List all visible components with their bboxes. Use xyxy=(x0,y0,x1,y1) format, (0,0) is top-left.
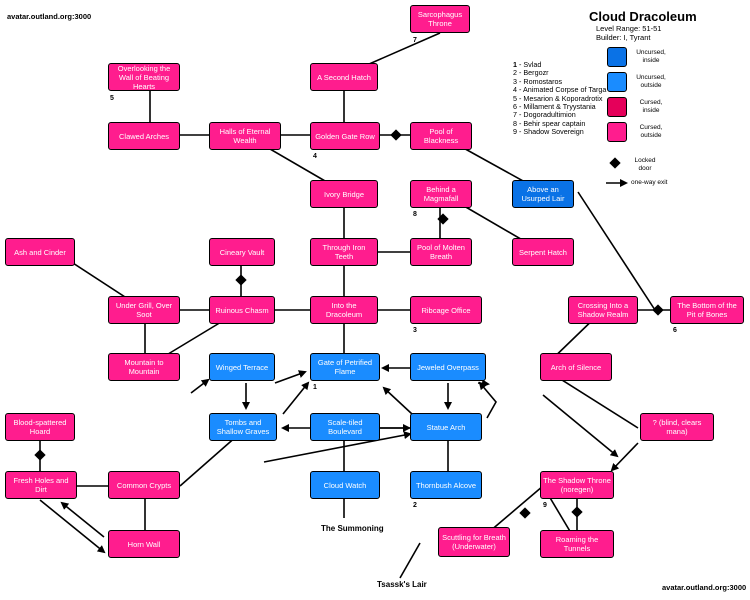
room-overlooking-wall[interactable]: Overlooking the Wall of Beating Hearts xyxy=(108,63,180,91)
room-into-dracoleum[interactable]: Into the Dracoleum xyxy=(310,296,378,324)
boss-marker: 6 xyxy=(673,327,677,334)
room-common-crypts[interactable]: Common Crypts xyxy=(108,471,180,499)
boss-marker: 1 xyxy=(313,384,317,391)
swatch-label: Uncursed, outside xyxy=(636,74,666,89)
room-winged-terrace[interactable]: Winged Terrace xyxy=(209,353,275,381)
room-blind-clears-mana[interactable]: ? (blind, clears mana) xyxy=(640,413,714,441)
page-title: Cloud Dracoleum xyxy=(589,9,697,24)
room-blood-hoard[interactable]: Blood-spattered Hoard xyxy=(5,413,75,441)
room-scale-tiled-boulevard[interactable]: Scale-tiled Boulevard xyxy=(310,413,380,441)
oneway-tombs-statue xyxy=(263,431,412,463)
locked-door-icon xyxy=(235,274,247,286)
oneway-statue-gate xyxy=(382,386,413,415)
room-pool-blackness[interactable]: Pool of Blackness xyxy=(410,122,472,150)
boss-marker: 4 xyxy=(313,153,317,160)
room-sarcophagus-throne[interactable]: Sarcophagus Throne xyxy=(410,5,470,33)
room-above-usurped-lair[interactable]: Above an Usurped Lair xyxy=(512,180,574,208)
room-cloud-watch[interactable]: Cloud Watch xyxy=(310,471,380,499)
swatch-label: Cursed, outside xyxy=(639,124,663,139)
room-scuttling-breath[interactable]: Scuttling for Breath (Underwater) xyxy=(438,527,510,557)
swatch-uncursed-inside xyxy=(607,47,627,67)
room-serpent-hatch[interactable]: Serpent Hatch xyxy=(512,238,574,266)
legend-item: 2 - Bergozr xyxy=(513,68,549,78)
room-behind-magmafall[interactable]: Behind a Magmafall xyxy=(410,180,472,208)
oneway-winged-gate xyxy=(274,370,307,384)
legend-item: 6 - Millament & Tryystania xyxy=(513,102,596,112)
room-pool-molten-breath[interactable]: Pool of Molten Breath xyxy=(410,238,472,266)
exit-summoning[interactable]: The Summoning xyxy=(321,524,384,533)
legend-item: 8 - Behir spear captain xyxy=(513,118,586,128)
room-second-hatch[interactable]: A Second Hatch xyxy=(310,63,378,91)
room-ash-cinder[interactable]: Ash and Cinder xyxy=(5,238,75,266)
room-golden-gate-row[interactable]: Golden Gate Row xyxy=(310,122,380,150)
swatch-cursed-inside xyxy=(607,97,627,117)
oneway-tombs-winged xyxy=(190,378,210,394)
legend-item: 4 - Animated Corpse of Targa xyxy=(513,85,607,95)
boss-marker: 5 xyxy=(110,95,114,102)
legend-one-way-label: one-way exit xyxy=(631,179,668,186)
legend-locked-door-label: Locked door xyxy=(634,157,656,172)
room-through-iron-teeth[interactable]: Through Iron Teeth xyxy=(310,238,378,266)
swatch-label: Cursed, inside xyxy=(639,99,663,114)
legend-item: 3 - Romostaros xyxy=(513,76,563,86)
exit-tsassk-lair[interactable]: Tsassk's Lair xyxy=(377,580,427,589)
locked-door-icon xyxy=(437,213,449,225)
boss-legend: 1 - Svlad 2 - Bergozr 3 - Romostaros 4 -… xyxy=(513,60,607,137)
locked-door-icon xyxy=(519,507,531,519)
room-tombs-shallow-graves[interactable]: Tombs and Shallow Graves xyxy=(209,413,277,441)
oneway-fresh-horn xyxy=(39,499,106,554)
boss-marker: 2 xyxy=(413,502,417,509)
legend-locked-door-icon xyxy=(609,157,621,169)
oneway-tombs-gate xyxy=(282,381,310,415)
swatch-label: Uncursed, inside xyxy=(636,49,666,64)
room-statue-arch[interactable]: Statue Arch xyxy=(410,413,482,441)
legend-item: 1 - Svlad xyxy=(513,60,542,69)
room-clawed-arches[interactable]: Clawed Arches xyxy=(108,122,180,150)
boss-marker: 7 xyxy=(413,37,417,44)
room-horn-wall[interactable]: Horn Wall xyxy=(108,530,180,558)
server-address-bottom: avatar.outland.org:3000 xyxy=(662,583,747,592)
boss-marker: 8 xyxy=(413,211,417,218)
locked-door-icon xyxy=(34,449,46,461)
swatch-cursed-outside xyxy=(607,122,627,142)
room-ivory-bridge[interactable]: Ivory Bridge xyxy=(310,180,378,208)
boss-marker: 3 xyxy=(413,327,417,334)
room-jeweled-overpass[interactable]: Jeweled Overpass xyxy=(410,353,486,381)
locked-door-icon xyxy=(571,506,583,518)
oneway-horn-fresh xyxy=(60,501,105,538)
legend-item: 9 - Shadow Sovereign xyxy=(513,127,584,137)
level-range: Level Range: 51-51 xyxy=(596,24,662,33)
oneway-blind-throne xyxy=(610,442,639,472)
room-bottom-pit-bones[interactable]: The Bottom of the Pit of Bones xyxy=(670,296,744,324)
legend-item: 5 - Mesarion & Koporadrotix xyxy=(513,93,603,103)
room-roaming-tunnels[interactable]: Roaming the Tunnels xyxy=(540,530,614,558)
room-thornbush-alcove[interactable]: Thornbush Alcove xyxy=(410,471,482,499)
room-ribcage-office[interactable]: Ribcage Office xyxy=(410,296,482,324)
room-halls-eternal-wealth[interactable]: Halls of Eternal Wealth xyxy=(209,122,281,150)
locked-door-icon xyxy=(390,129,402,141)
room-fresh-holes-dirt[interactable]: Fresh Holes and Dirt xyxy=(5,471,77,499)
legend-item: 7 - Dogoradultimion xyxy=(513,110,576,120)
room-arch-silence[interactable]: Arch of Silence xyxy=(540,353,612,381)
room-gate-petrified-flame[interactable]: Gate of Petrified Flame xyxy=(310,353,380,381)
room-mountain-to-mountain[interactable]: Mountain to Mountain xyxy=(108,353,180,381)
room-under-grill[interactable]: Under Grill, Over Soot xyxy=(108,296,180,324)
swatch-uncursed-outside xyxy=(607,72,627,92)
boss-marker: 9 xyxy=(543,502,547,509)
server-address-top: avatar.outland.org:3000 xyxy=(7,12,92,21)
oneway-silence-blind xyxy=(542,394,619,458)
room-cineary-vault[interactable]: Cineary Vault xyxy=(209,238,275,266)
locked-door-icon xyxy=(652,304,664,316)
builder: Builder: I, Tyrant xyxy=(596,33,651,42)
room-shadow-throne[interactable]: The Shadow Throne (noregen) xyxy=(540,471,614,499)
room-ruinous-chasm[interactable]: Ruinous Chasm xyxy=(209,296,275,324)
room-crossing-shadow-realm[interactable]: Crossing Into a Shadow Realm xyxy=(568,296,638,324)
